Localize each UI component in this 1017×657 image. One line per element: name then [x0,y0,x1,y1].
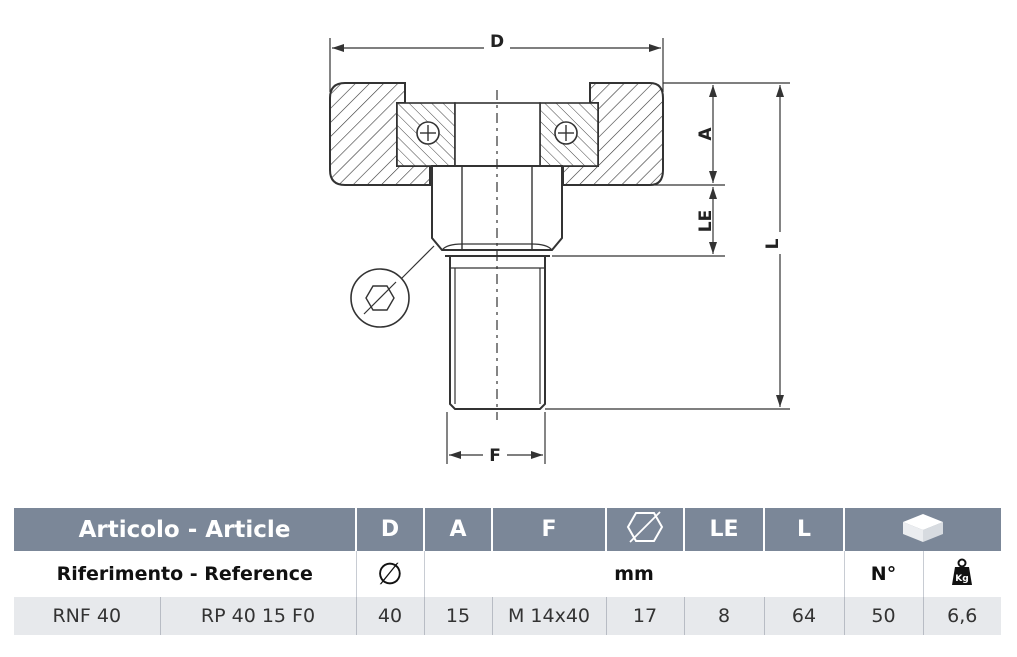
header-article: Articolo - Article [14,508,357,551]
header-d: D [356,508,425,551]
header-f: F [492,508,607,551]
table-header-row: Articolo - Article D A F LE L [14,508,1001,551]
subheader-count: N° [844,551,924,597]
diameter-icon: ∅ [376,556,404,592]
header-l: L [764,508,845,551]
subheader-diameter: ∅ [356,551,425,597]
hex-callout-icon [350,245,435,328]
dimension-d: D [329,30,664,92]
dimension-a: A [696,85,717,183]
subheader-unit: mm [424,551,845,597]
cell-hex: 17 [606,597,685,635]
cell-a: 15 [424,597,493,635]
subheader-weight: Kg [923,551,1001,597]
header-le: LE [684,508,765,551]
hex-icon [626,510,664,543]
header-box [844,508,1001,551]
bearing-right [539,102,599,167]
label-l: L [763,238,783,249]
dimension-l: L [763,85,790,407]
weight-icon: Kg [952,558,973,585]
label-le: LE [696,210,716,232]
cell-article: RNF 40 [14,597,161,635]
svg-text:Kg: Kg [956,574,969,584]
cell-reference: RP 40 15 F0 [160,597,357,635]
dimension-le: LE [696,187,717,254]
spec-table: Articolo - Article D A F LE L Riferiment… [14,508,1001,635]
bearing-left [396,102,456,167]
label-a: A [696,127,716,141]
table-row: RNF 40 RP 40 15 F0 40 15 M 14x40 17 8 64… [14,597,1001,635]
table-subheader-row: Riferimento - Reference ∅ mm N° Kg [14,551,1001,597]
cell-f: M 14x40 [492,597,607,635]
label-d: D [490,32,504,52]
cell-d: 40 [356,597,425,635]
box-icon [903,513,943,542]
dimension-f: F [446,412,546,466]
technical-drawing: D A LE L F [329,30,790,466]
cell-kg: 6,6 [923,597,1001,635]
header-hex [606,508,685,551]
cell-l: 64 [764,597,845,635]
subheader-reference: Riferimento - Reference [14,551,357,597]
header-a: A [424,508,493,551]
cell-le: 8 [684,597,765,635]
label-f: F [489,446,501,466]
cell-n: 50 [844,597,924,635]
